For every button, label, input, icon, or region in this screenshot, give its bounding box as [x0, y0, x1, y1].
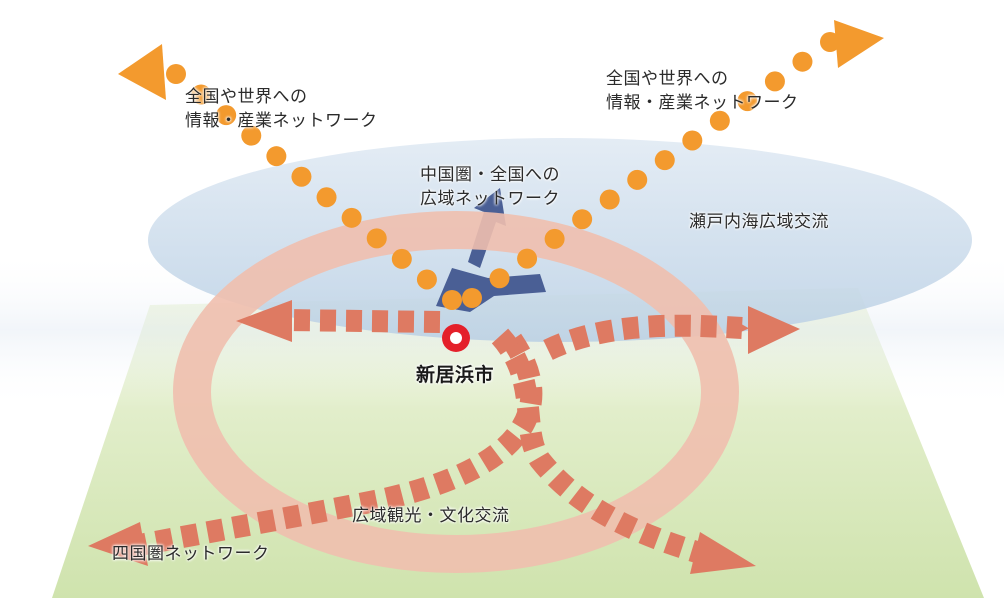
label-setouchi: 瀬戸内海広域交流 [689, 212, 829, 232]
orange-dot [191, 84, 212, 105]
label-intl-left-line1: 全国や世界への [185, 87, 308, 107]
niihama-city-marker-center [450, 332, 462, 344]
orange-dot [241, 125, 262, 146]
orange-dot [316, 187, 337, 208]
dash-arrow-east [543, 314, 749, 360]
label-tourism-culture: 広域観光・文化交流 [352, 506, 510, 526]
national-dotted-arrow-left [166, 64, 462, 310]
orange-dot [517, 248, 538, 269]
orange-dot [627, 169, 648, 190]
orange-dot [792, 51, 813, 72]
orange-dot [462, 288, 482, 308]
orange-dot [820, 32, 840, 52]
orange-dot [416, 269, 437, 290]
orange-dot [366, 228, 387, 249]
dash-arrow-southwest [133, 333, 543, 556]
orange-dot [266, 146, 287, 167]
orange-dot [682, 130, 703, 151]
orange-dot [737, 91, 758, 112]
orange-dot [391, 248, 412, 269]
label-shikoku-network: 四国圏ネットワーク [112, 544, 270, 564]
arrowhead-southwest [88, 522, 148, 566]
tourism-ring [173, 211, 739, 573]
orange-dot [166, 64, 186, 84]
orange-dot [544, 228, 565, 249]
regional-dashed-arrows [133, 309, 749, 564]
orange-arrowhead-right [834, 20, 884, 68]
orange-dot [599, 189, 620, 210]
orange-dot [489, 268, 510, 289]
orange-dot [764, 71, 785, 92]
orange-dot [291, 166, 312, 187]
orange-dot [572, 209, 593, 230]
dash-arrow-southeast [491, 328, 707, 564]
arrowhead-east [748, 306, 800, 354]
label-intl-left-line2: 情報・産業ネットワーク [185, 111, 378, 131]
orange-dot [341, 207, 362, 228]
orange-dot [709, 110, 730, 131]
label-chugoku-line2: 広域ネットワーク [420, 189, 560, 209]
orange-arrowhead-left [118, 44, 166, 100]
label-chugoku-line1: 中国圏・全国への [420, 165, 560, 185]
orange-dot [654, 150, 675, 171]
arrowhead-west [236, 300, 292, 342]
label-niihama-city: 新居浜市 [416, 364, 495, 386]
label-intl-right-line1: 全国や世界への [606, 69, 729, 89]
orange-dot [442, 290, 462, 310]
arrowhead-southeast [690, 532, 756, 574]
national-dotted-arrow-right [462, 32, 840, 308]
label-intl-right-line2: 情報・産業ネットワーク [606, 93, 799, 113]
orange-dot [216, 105, 237, 126]
